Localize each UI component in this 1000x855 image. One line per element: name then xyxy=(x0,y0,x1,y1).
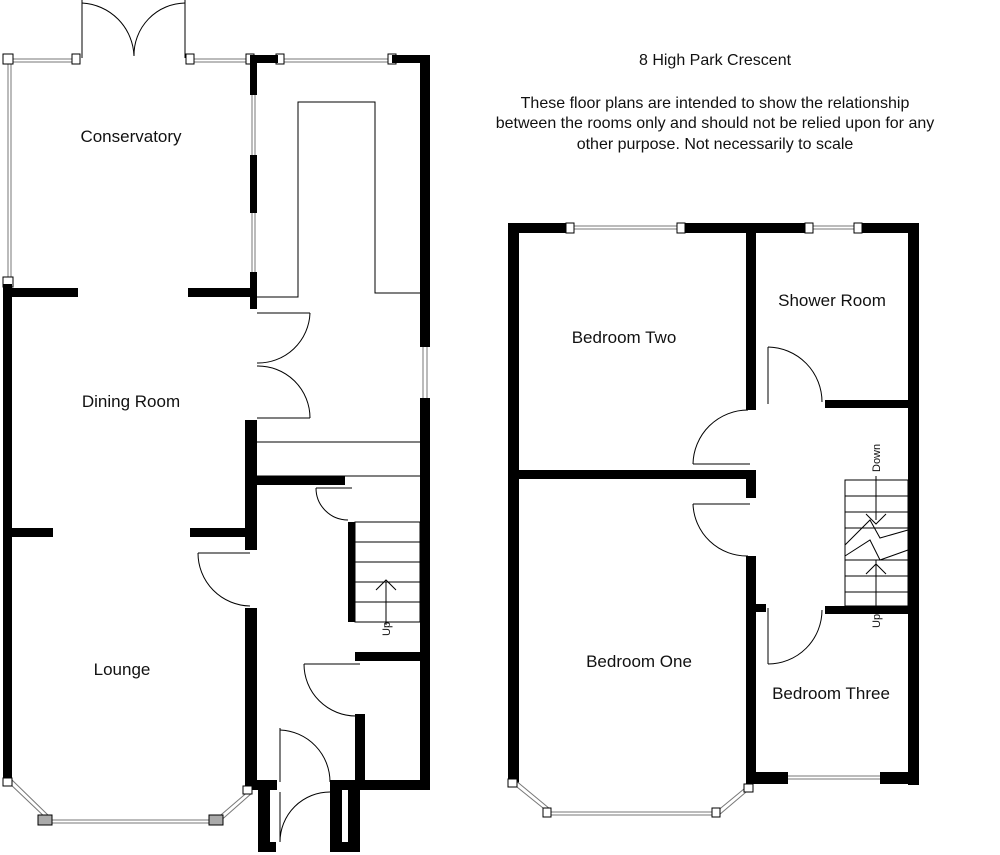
room-label-bedroom-three: Bedroom Three xyxy=(772,684,890,703)
conservatory-french-doors xyxy=(81,0,186,58)
first-floor-walls xyxy=(508,223,919,785)
ground-stairs: Up xyxy=(354,521,421,636)
first-floor-plan: Down Up Bedroom Two Shower Room Bedroom … xyxy=(507,222,919,818)
ground-floor-plan: Up Conservatory Dining Room Lounge xyxy=(2,0,430,852)
disclaimer-line-3: other purpose. Not necessarily to scale xyxy=(577,136,854,153)
disclaimer-line-1: These floor plans are intended to show t… xyxy=(521,95,910,112)
stairs-down-label: Down xyxy=(871,444,883,472)
first-floor-doors xyxy=(692,346,823,665)
room-label-lounge: Lounge xyxy=(94,660,151,679)
first-floor-windows xyxy=(507,222,880,818)
kitchen-units xyxy=(257,101,428,477)
ground-walls xyxy=(3,55,430,852)
lounge-bay-window xyxy=(2,777,253,826)
conservatory-glazing xyxy=(2,53,397,290)
room-label-conservatory: Conservatory xyxy=(80,127,182,146)
ground-doors xyxy=(197,312,360,843)
room-label-bedroom-one: Bedroom One xyxy=(586,652,692,671)
stairs-up-label-ground: Up xyxy=(381,622,393,636)
room-label-shower-room: Shower Room xyxy=(778,291,886,310)
room-label-bedroom-two: Bedroom Two xyxy=(572,328,677,347)
stairs-up-label-first: Up xyxy=(871,614,883,628)
room-label-dining-room: Dining Room xyxy=(82,392,180,411)
property-title: 8 High Park Crescent xyxy=(639,52,792,69)
first-floor-stairs: Down Up xyxy=(844,444,909,628)
disclaimer-line-2: between the rooms only and should not be… xyxy=(496,115,935,132)
